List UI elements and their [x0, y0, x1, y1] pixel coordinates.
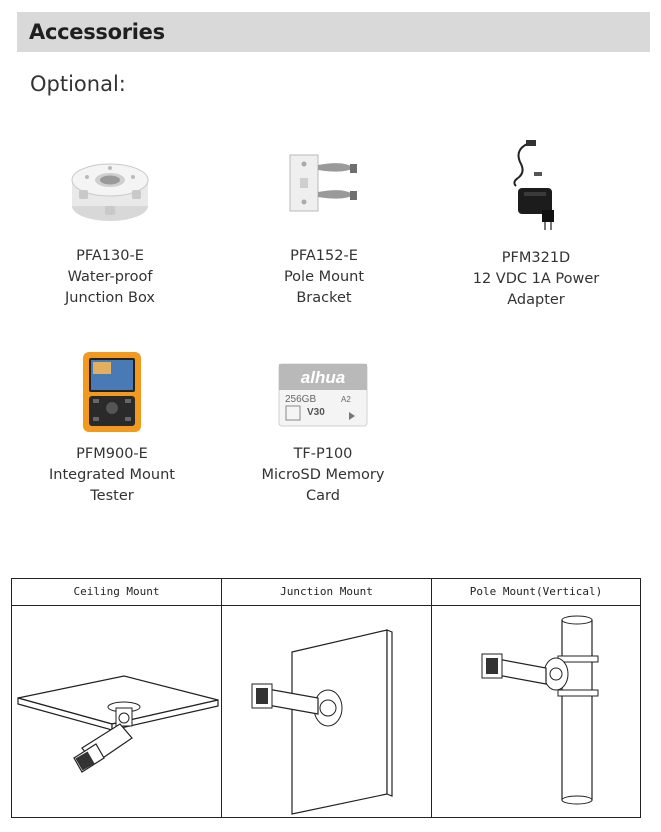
power-adapter-icon — [513, 140, 554, 230]
ceiling-mount-illustration — [17, 675, 219, 773]
accessory-item-pfm900e: PFM900-E Integrated Mount Tester — [42, 350, 182, 507]
accessory-desc-line: Water-proof — [67, 269, 153, 285]
accessory-item-tfp100: alhua 256GB A2 V30 TF-P100 MicroSD Memor… — [253, 362, 393, 507]
accessory-model: PFM321D — [501, 250, 571, 266]
accessory-desc-line: MicroSD Memory — [261, 467, 385, 483]
accessory-desc-line: Tester — [90, 488, 134, 504]
accessory-model: PFA130-E — [76, 248, 144, 264]
card-capacity-text: 256GB — [285, 394, 316, 405]
section-label: Optional: — [30, 72, 126, 96]
accessory-desc-line: Card — [306, 488, 340, 504]
mount-column-ceiling: Ceiling Mount — [12, 579, 222, 817]
accessory-item-pfa152e: PFA152-E Pole Mount Bracket — [258, 152, 390, 309]
pole-mount-illustration — [481, 615, 599, 805]
mount-column-junction: Junction Mount — [222, 579, 432, 817]
mount-column-header: Pole Mount(Vertical) — [432, 579, 640, 606]
accessory-desc-line: Bracket — [296, 290, 352, 306]
accessory-desc-line: Junction Box — [65, 290, 155, 306]
junction-box-icon — [71, 163, 149, 221]
mount-options-table: Ceiling Mount Junction Mount — [11, 578, 641, 818]
mount-column-header: Ceiling Mount — [12, 579, 221, 606]
accessory-desc-line: Integrated Mount — [49, 467, 175, 483]
card-speed-text: V30 — [307, 407, 325, 418]
junction-mount-illustration — [251, 629, 393, 815]
card-class-text: A2 — [341, 395, 351, 404]
mount-tester-icon — [83, 352, 141, 432]
accessory-item-pfa130e: PFA130-E Water-proof Junction Box — [47, 150, 173, 309]
card-brand-text: alhua — [301, 368, 345, 387]
accessory-desc-line: Adapter — [507, 292, 565, 308]
header-bar: Accessories — [17, 12, 650, 52]
mount-column-pole: Pole Mount(Vertical) — [432, 579, 640, 817]
page-title: Accessories — [29, 20, 165, 44]
accessory-item-pfm321d: PFM321D 12 VDC 1A Power Adapter — [465, 138, 607, 311]
accessory-model: PFA152-E — [290, 248, 358, 264]
accessory-desc-line: 12 VDC 1A Power — [472, 271, 600, 287]
microsd-card-icon: alhua 256GB A2 V30 — [278, 363, 368, 427]
pole-mount-bracket-icon — [289, 154, 357, 212]
accessory-model: PFM900-E — [76, 446, 148, 462]
mount-column-header: Junction Mount — [222, 579, 431, 606]
accessory-model: TF-P100 — [293, 446, 353, 462]
accessory-desc-line: Pole Mount — [283, 269, 365, 285]
